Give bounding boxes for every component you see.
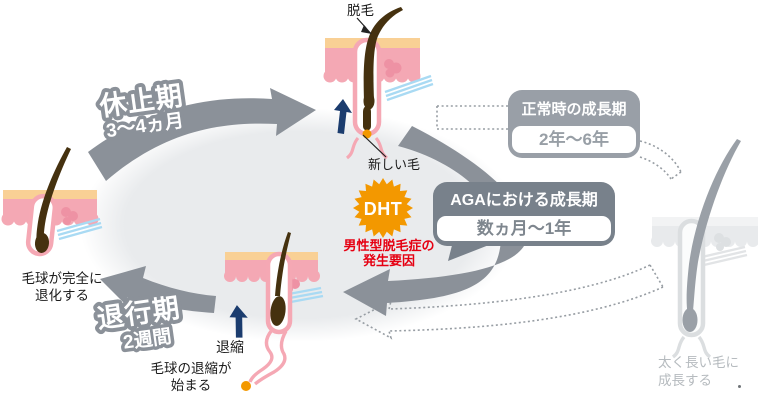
aga-growth-title: AGAにおける成長期 xyxy=(450,192,598,209)
bulb-degenerate-line2: 退化する xyxy=(35,288,89,303)
cycle-arrow-growth-phase xyxy=(343,126,528,316)
regressing-strand xyxy=(248,328,288,386)
shedding-label: 脱毛 xyxy=(347,3,374,18)
cycle-arrow-regression-phase xyxy=(100,266,216,313)
shrink-label: 退縮 xyxy=(216,339,244,355)
sebaceous-gland-icon xyxy=(61,207,78,225)
arrector-muscle-icon xyxy=(56,217,103,241)
cycle-arrow-rest-phase xyxy=(88,88,316,181)
new-hair-pointer-line xyxy=(362,134,387,158)
shedding-pointer-line xyxy=(356,17,372,34)
thick-growth-line2: 成長する xyxy=(658,373,712,388)
hair-shaft xyxy=(275,232,291,296)
normal-path-return-arrow xyxy=(354,264,664,340)
aga-growth-callout: AGAにおける成長期 数ヵ月〜1年 xyxy=(433,182,615,246)
cycle-arrows xyxy=(88,88,528,316)
bulb-degenerate-label: 毛球が完全に 退化する xyxy=(12,270,112,304)
follicle-new-growth xyxy=(323,7,434,160)
dht-caption: 男性型脱毛症の 発生要因 xyxy=(339,238,439,268)
normal-path-connector xyxy=(436,105,682,180)
sebaceous-gland-icon xyxy=(384,59,402,78)
up-arrow-icon xyxy=(334,99,352,134)
thick-growth-line1: 太く長い毛に xyxy=(658,355,739,370)
arrector-muscle-icon xyxy=(384,74,434,102)
shed-hair xyxy=(363,7,403,100)
bulb-degenerate-line1: 毛球が完全に xyxy=(21,271,103,286)
follicle-root-curls xyxy=(671,335,712,359)
new-hair-shape xyxy=(363,106,371,131)
follicle-normal-growth-faded xyxy=(651,139,758,359)
normal-growth-title: 正常時の成長期 xyxy=(521,101,627,118)
up-arrow-icon xyxy=(229,305,248,338)
aga-growth-value: 数ヵ月〜1年 xyxy=(437,216,611,241)
normal-growth-callout: 正常時の成長期 2年〜6年 xyxy=(508,90,640,158)
sebaceous-gland-icon xyxy=(714,233,731,251)
dht-caption-line2: 発生要因 xyxy=(362,253,415,268)
follicle-telogen xyxy=(1,147,103,257)
stray-dot xyxy=(738,385,741,388)
dht-caption-line1: 男性型脱毛症の xyxy=(343,238,435,253)
thick-growth-label: 太く長い毛に 成長する xyxy=(658,354,748,390)
normal-growth-value: 2年〜6年 xyxy=(512,126,636,153)
arrector-muscle-icon xyxy=(701,245,748,267)
dermal-papilla-icon xyxy=(362,129,372,139)
bulb-shrink-line1: 毛球の退縮が xyxy=(150,361,232,376)
detached-papilla-icon xyxy=(241,381,251,391)
follicle-catagen xyxy=(224,232,324,391)
bulb-shrink-label: 毛球の退縮が 始まる xyxy=(145,360,237,394)
thick-hair-shaft xyxy=(686,139,741,327)
new-hair-label: 新しい毛 xyxy=(368,157,421,172)
bulb-shrink-line2: 始まる xyxy=(170,378,212,393)
dht-label: DHT xyxy=(364,199,403,219)
dht-starburst-icon: DHT xyxy=(353,178,413,238)
